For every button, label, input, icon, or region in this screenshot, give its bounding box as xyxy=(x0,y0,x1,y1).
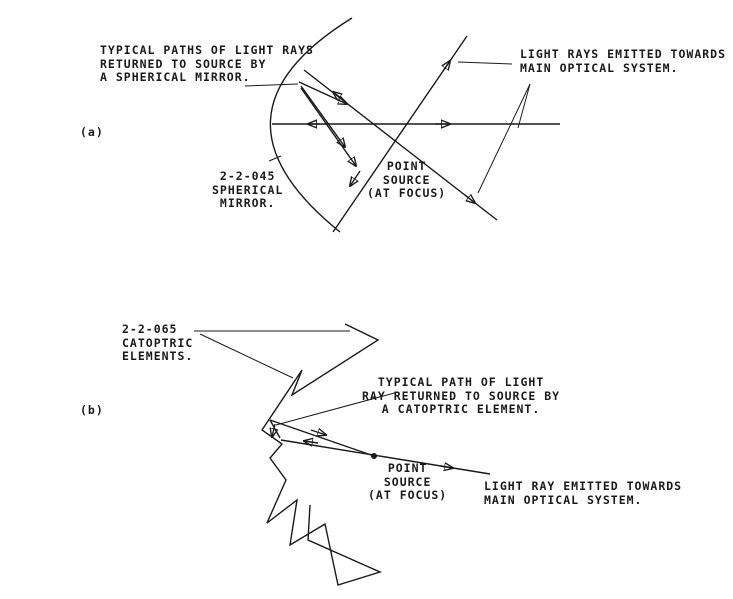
diagram-a xyxy=(244,17,560,233)
emitted-rays-label-line-1: LIGHT RAYS EMITTED TOWARDS xyxy=(520,47,727,61)
mirror-label-line-3: MIRROR. xyxy=(219,196,276,210)
returned-ray-b xyxy=(269,419,375,457)
arrow-upper-in xyxy=(350,170,361,186)
arrow-b-3 xyxy=(439,466,453,468)
return-path-label: TYPICAL PATH OF LIGHT RAY RETURNED TO SO… xyxy=(362,375,561,417)
part-label-a: (a) xyxy=(80,125,104,139)
returned-rays-label-line-2: RETURNED TO SOURCE BY xyxy=(100,56,267,71)
emitted-ray-b-line-2: MAIN OPTICAL SYSTEM. xyxy=(484,492,643,507)
arrow-upper-out xyxy=(443,61,450,72)
point-source-a-line-2: SOURCE xyxy=(382,172,431,187)
leader-mirror xyxy=(268,155,282,162)
returned-rays-label: TYPICAL PATHS OF LIGHT RAYS RETURNED TO … xyxy=(100,43,314,85)
return-path-label-line-2: RAY RETURNED TO SOURCE BY xyxy=(362,388,561,403)
point-source-label-a: POINT SOURCE (AT FOCUS) xyxy=(367,159,447,201)
part-label-b: (b) xyxy=(80,403,104,417)
point-source-b-line-2: SOURCE xyxy=(383,474,432,489)
returned-rays-label-line-3: A SPHERICAL MIRROR. xyxy=(100,70,251,84)
emitted-rays-label-line-2: MAIN OPTICAL SYSTEM. xyxy=(520,60,679,75)
mirror-label-line-2: SPHERICAL xyxy=(212,182,284,197)
emitted-ray-b xyxy=(280,439,491,475)
mirror-label: 2-2-045 SPHERICAL MIRROR. xyxy=(212,169,284,211)
elements-label-line-3: ELEMENTS. xyxy=(122,349,194,363)
returned-rays-label-line-1: TYPICAL PATHS OF LIGHT RAYS xyxy=(100,43,314,57)
diagram-b xyxy=(194,323,491,586)
spherical-mirror-arc xyxy=(269,17,353,233)
mirror-label-line-1: 2-2-045 xyxy=(219,169,276,183)
catoptric-elements-zigzag xyxy=(261,323,382,586)
leader-emitted-3 xyxy=(477,83,531,194)
point-source-a-line-3: (AT FOCUS) xyxy=(367,186,447,200)
point-source-a-line-1: POINT xyxy=(386,159,427,173)
return-path-label-line-3: A CATOPTRIC ELEMENT. xyxy=(381,402,541,416)
leader-emitted-2 xyxy=(517,83,531,129)
emitted-rays-label: LIGHT RAYS EMITTED TOWARDS MAIN OPTICAL … xyxy=(520,47,727,75)
arrow-b-4 xyxy=(272,423,275,437)
leader-returned-rays xyxy=(244,83,299,87)
leader-emitted-1 xyxy=(457,61,513,65)
point-source-b-line-1: POINT xyxy=(387,461,428,475)
return-path-label-line-1: TYPICAL PATH OF LIGHT xyxy=(377,375,545,389)
point-source-b-line-3: (AT FOCUS) xyxy=(368,488,448,502)
arrow-b-2 xyxy=(310,430,326,435)
elements-label-line-2: CATOPTRIC xyxy=(122,335,194,350)
arrow-return-2 xyxy=(300,85,345,147)
point-source-label-b: POINT SOURCE (AT FOCUS) xyxy=(368,461,448,503)
elements-label-line-1: 2-2-065 xyxy=(122,322,178,336)
point-source-dot xyxy=(371,453,377,459)
elements-label: 2-2-065 CATOPTRIC ELEMENTS. xyxy=(122,322,194,364)
arrow-lower-out xyxy=(464,195,475,203)
leader-elements-2 xyxy=(199,333,294,379)
emitted-ray-b-line-1: LIGHT RAY EMITTED TOWARDS xyxy=(484,479,683,493)
arrow-return-1 xyxy=(298,81,347,104)
arrow-b-1 xyxy=(304,441,319,443)
emitted-ray-label-b: LIGHT RAY EMITTED TOWARDS MAIN OPTICAL S… xyxy=(484,479,683,507)
leader-return-path xyxy=(275,391,399,426)
arrow-return-3 xyxy=(300,87,356,166)
